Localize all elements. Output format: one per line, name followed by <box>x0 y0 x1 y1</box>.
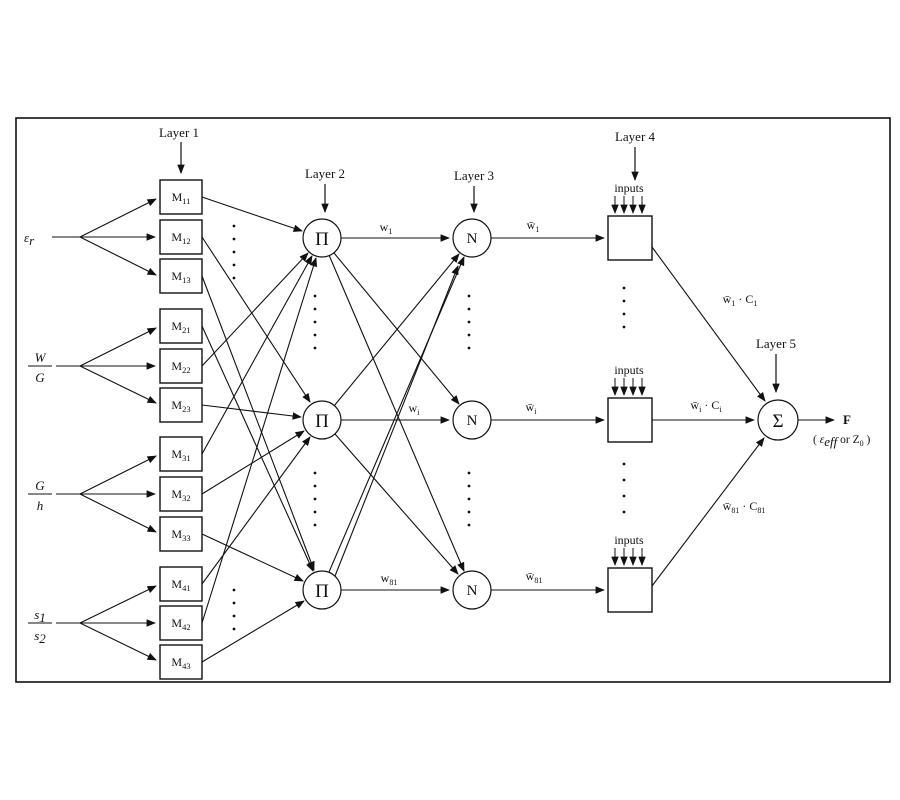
layer5-sum-node: Σ F ( εeff or Z0 ) <box>757 399 871 449</box>
edges-n-to-box: w̄1 w̄i w̄81 <box>491 218 605 594</box>
svg-text:M22: M22 <box>171 359 190 375</box>
term-wbari-ci-label: w̄i · Ci <box>690 398 722 414</box>
svg-text:N: N <box>467 583 478 599</box>
layer-labels: Layer 1 Layer 2 Layer 3 Layer 4 Layer 5 <box>159 125 796 393</box>
inputs-label: inputs <box>614 181 644 195</box>
svg-text:N: N <box>467 413 478 429</box>
svg-text:M11: M11 <box>172 190 191 206</box>
weight-w1-label: w1 <box>380 220 393 236</box>
inputs-label: inputs <box>614 533 644 547</box>
fraction-denominator: G <box>35 370 45 385</box>
term-wbar81-c81-label: w̄81 · C81 <box>723 499 766 515</box>
edges-m-to-pi <box>201 196 318 663</box>
pi-node-2: Π <box>302 400 342 440</box>
svg-text:M21: M21 <box>171 319 190 335</box>
consequent-box-3: inputs <box>607 533 653 613</box>
input-s1-over-s2: s1 s2 <box>28 607 52 646</box>
svg-text:M32: M32 <box>171 487 190 503</box>
svg-text:Π: Π <box>315 229 329 250</box>
m-box-32: M32 <box>159 476 203 512</box>
weight-wi-label: wi <box>409 401 421 417</box>
svg-text:Π: Π <box>315 411 329 432</box>
svg-text:Π: Π <box>315 581 329 602</box>
svg-text:M43: M43 <box>171 655 190 671</box>
ellipsis-dots-box-upper <box>622 286 626 329</box>
ellipsis-dots-n-upper <box>467 294 471 350</box>
norm-weight-wbar81-label: w̄81 <box>526 569 543 585</box>
term-wbar1-c1-label: w̄1 · C1 <box>723 292 758 308</box>
ellipsis-dots-m-top <box>232 224 236 280</box>
ellipsis-dots-pi-upper <box>313 294 317 350</box>
svg-text:M41: M41 <box>171 577 190 593</box>
svg-text:M23: M23 <box>171 398 190 414</box>
m-box-21: M21 <box>159 308 203 344</box>
input-g-over-h: G h <box>28 478 52 513</box>
ellipsis-dots-pi-lower <box>313 471 317 527</box>
output-paren-label: ( εeff or Z0 ) <box>813 434 871 449</box>
svg-text:M12: M12 <box>171 230 190 246</box>
n-node-2: N <box>452 400 492 440</box>
layer3-norm-nodes: N N N <box>452 218 492 610</box>
fraction-numerator: G <box>35 478 45 493</box>
output-f-label: F <box>843 412 851 427</box>
m-box-31: M31 <box>159 436 203 472</box>
fraction-numerator: W <box>35 350 47 365</box>
layer1-membership-boxes: M11 M12 M13 M21 M22 M23 M31 M32 M33 M41 … <box>159 179 203 680</box>
m-box-12: M12 <box>159 219 203 255</box>
ellipsis-dots-box-lower <box>622 462 626 514</box>
consequent-box-1: inputs <box>607 181 653 261</box>
m-box-33: M33 <box>159 516 203 552</box>
input-fan-wires <box>52 198 157 661</box>
layer3-label: Layer 3 <box>454 168 494 183</box>
consequent-box-2: inputs <box>607 363 653 443</box>
m-box-42: M42 <box>159 605 203 641</box>
ellipsis-dots-m-bottom <box>232 588 236 631</box>
m-box-23: M23 <box>159 387 203 423</box>
m-box-13: M13 <box>159 258 203 294</box>
svg-text:M13: M13 <box>171 269 190 285</box>
fraction-numerator: s1 <box>34 607 46 625</box>
svg-text:M42: M42 <box>171 616 190 632</box>
pi-node-3: Π <box>302 570 342 610</box>
svg-text:M31: M31 <box>171 447 190 463</box>
m-box-41: M41 <box>159 566 203 602</box>
n-node-3: N <box>452 570 492 610</box>
input-w-over-g: W G <box>28 350 52 385</box>
ellipsis-dots-n-lower <box>467 471 471 527</box>
edges-pi-to-n: w1 wi w81 <box>328 220 465 594</box>
layer2-product-nodes: Π Π Π <box>302 218 342 610</box>
norm-weight-wbari-label: w̄i <box>526 400 538 416</box>
norm-weight-wbar1-label: w̄1 <box>527 218 540 234</box>
fraction-denominator: s2 <box>34 628 46 646</box>
svg-text:N: N <box>467 231 478 247</box>
m-box-11: M11 <box>159 179 203 215</box>
svg-text:M33: M33 <box>171 527 190 543</box>
fraction-denominator: h <box>37 498 44 513</box>
layer1-label: Layer 1 <box>159 125 199 140</box>
m-box-22: M22 <box>159 348 203 384</box>
layer4-consequent-boxes: inputs inputs inputs <box>607 181 653 613</box>
weight-w81-label: w81 <box>381 571 398 587</box>
layer5-label: Layer 5 <box>756 336 796 351</box>
pi-node-1: Π <box>302 218 342 258</box>
inputs-label: inputs <box>614 363 644 377</box>
figure-border <box>15 117 891 683</box>
input-epsilon-r: εr <box>24 230 35 248</box>
n-node-1: N <box>452 218 492 258</box>
layer4-label: Layer 4 <box>615 129 656 144</box>
sigma-symbol: Σ <box>772 411 783 432</box>
edges-box-to-sigma: w̄1 · C1 w̄i · Ci w̄81 · C81 <box>651 246 766 587</box>
input-labels: εr W G G h s1 s2 <box>24 230 52 646</box>
m-box-43: M43 <box>159 644 203 680</box>
layer2-label: Layer 2 <box>305 166 345 181</box>
